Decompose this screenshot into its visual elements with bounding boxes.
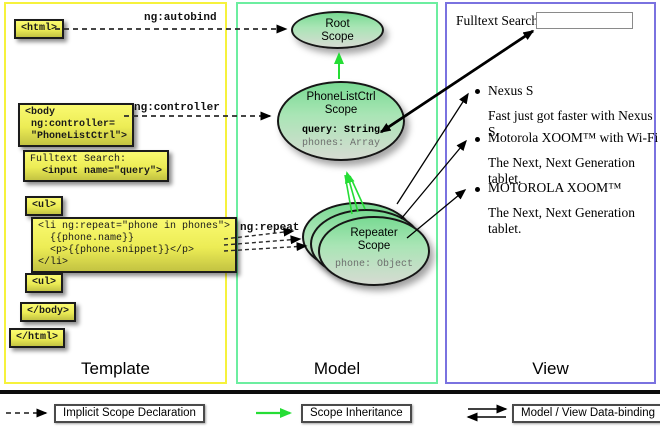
root-scope-ellipse: Root Scope <box>291 11 384 49</box>
legend-scope-inheritance: Scope Inheritance <box>301 404 412 423</box>
model-column-label: Model <box>313 359 361 378</box>
html-close-tag-box: </html> <box>9 328 66 348</box>
html-open-tag-box: <html> <box>14 19 65 39</box>
legend-implicit-scope: Implicit Scope Declaration <box>54 404 205 423</box>
fulltext-template-label: Fulltext Search: <box>30 154 127 165</box>
root-scope-title: Root Scope <box>321 18 354 43</box>
fulltext-template-box: Fulltext Search: <input name="query"> <box>23 150 170 182</box>
li-repeat-code-box: <li ng:repeat="phone in phones"> {{phone… <box>31 217 238 273</box>
template-column-label: Template <box>81 359 150 378</box>
body-open-tag-box: <body ng:controller= "PhoneListCtrl"> <box>18 103 135 147</box>
phone-item-snippet: The Next, Next Generation tablet. <box>488 205 635 236</box>
bullet-icon <box>475 187 480 192</box>
model-column: Model <box>236 2 438 384</box>
bullet-icon <box>475 89 480 94</box>
fulltext-search-label: Fulltext Search: <box>456 13 542 28</box>
legend-databinding: Model / View Data-binding <box>512 404 660 423</box>
ng-controller-label: ng:controller <box>134 102 220 114</box>
body-close-tag-box: </body> <box>20 302 77 322</box>
fulltext-search-input[interactable] <box>536 12 633 29</box>
phonelistctrl-scope-title: PhoneListCtrl Scope <box>306 91 376 116</box>
view-column-label: View <box>532 359 569 378</box>
ng-repeat-label: ng:repeat <box>240 222 300 234</box>
phone-item-snippet: The Next, Next Generation tablet. <box>488 155 635 186</box>
template-column: Template <box>4 2 227 384</box>
phone-item-title: Motorola XOOM™ with Wi-Fi <box>488 130 659 145</box>
repeater-scope-title: Repeater Scope <box>350 227 398 252</box>
phone-item-title: Nexus S <box>488 83 534 98</box>
ul-open-tag-box-2: <ul> <box>25 273 64 293</box>
input-query-code: <input name="query"> <box>30 166 163 177</box>
phone-object-prop: phone: Object <box>334 259 413 270</box>
repeater-scope-ellipse-front: Repeater Scope phone: Object <box>318 216 430 286</box>
bullet-icon <box>475 137 480 142</box>
phonelistctrl-scope-ellipse: PhoneListCtrl Scope query: String phones… <box>277 81 405 161</box>
query-string-prop: query: String <box>301 125 380 136</box>
phones-array-prop: phones: Array <box>301 138 380 149</box>
phone-item-title: MOTOROLA XOOM™ <box>488 180 622 195</box>
ng-autobind-label: ng:autobind <box>144 12 217 24</box>
legend-separator-line <box>0 390 660 394</box>
ul-open-tag-box-1: <ul> <box>25 196 64 216</box>
